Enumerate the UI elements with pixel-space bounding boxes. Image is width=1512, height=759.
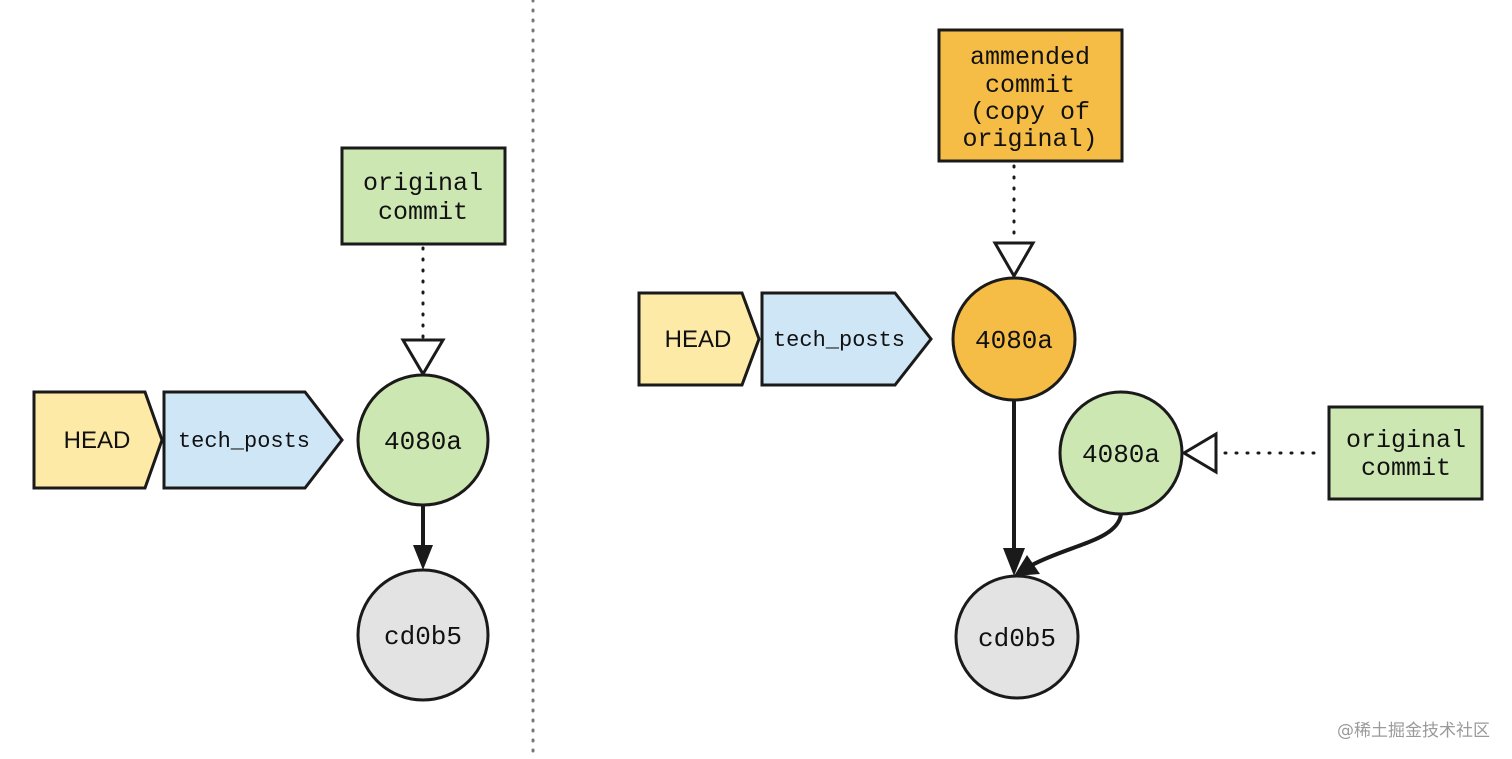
right-original-commit-label: 4080a — [1082, 440, 1160, 470]
left-branch-label: tech_posts — [178, 429, 310, 454]
right-original-commit-node: 4080a — [1058, 390, 1184, 516]
right-note-hollow-arrow — [1181, 431, 1218, 475]
left-panel: HEAD tech_posts original commit 4080a cd… — [32, 146, 507, 702]
right-head-tag: HEAD — [637, 291, 761, 387]
left-parent-label: cd0b5 — [384, 622, 462, 652]
right-branch-label: tech_posts — [773, 328, 905, 353]
left-parent-node: cd0b5 — [356, 568, 490, 702]
right-original-commit-note: original commit — [1327, 405, 1484, 501]
left-head-tag: HEAD — [32, 390, 164, 490]
left-note-line-1: original — [363, 169, 483, 198]
amended-commit-label: 4080a — [975, 326, 1053, 356]
left-original-commit-note: original commit — [340, 146, 507, 246]
right-panel: HEAD tech_posts ammended commit (copy of… — [637, 28, 1484, 700]
original-parent-edge — [1031, 513, 1123, 567]
left-head-label: HEAD — [64, 427, 131, 454]
amended-note-line-1: ammended — [970, 43, 1090, 72]
left-note-hollow-arrow — [400, 338, 446, 377]
amended-note-line-4: original) — [962, 125, 1097, 154]
left-parent-arrowhead — [413, 545, 433, 570]
amended-commit-note: ammended commit (copy of original) — [937, 28, 1124, 163]
left-commit-node: 4080a — [356, 373, 490, 507]
amended-note-line-2: commit — [985, 71, 1075, 100]
right-head-label: HEAD — [665, 326, 732, 353]
right-parent-label: cd0b5 — [978, 624, 1056, 654]
left-branch-tag: tech_posts — [162, 390, 344, 490]
right-note-line-2: commit — [1361, 454, 1451, 483]
amended-commit-node: 4080a — [951, 276, 1077, 402]
right-branch-tag: tech_posts — [760, 291, 933, 387]
right-parent-arrowhead — [1003, 548, 1025, 576]
right-original-arrowhead — [1014, 555, 1040, 576]
left-commit-label: 4080a — [384, 427, 462, 457]
watermark: @稀土掘金技术社区 — [1337, 721, 1490, 741]
right-parent-node: cd0b5 — [954, 574, 1080, 700]
left-note-line-2: commit — [378, 198, 468, 227]
amended-note-hollow-arrow — [992, 241, 1036, 280]
amended-note-line-3: (copy of — [970, 98, 1090, 127]
right-note-line-1: original — [1346, 426, 1466, 455]
